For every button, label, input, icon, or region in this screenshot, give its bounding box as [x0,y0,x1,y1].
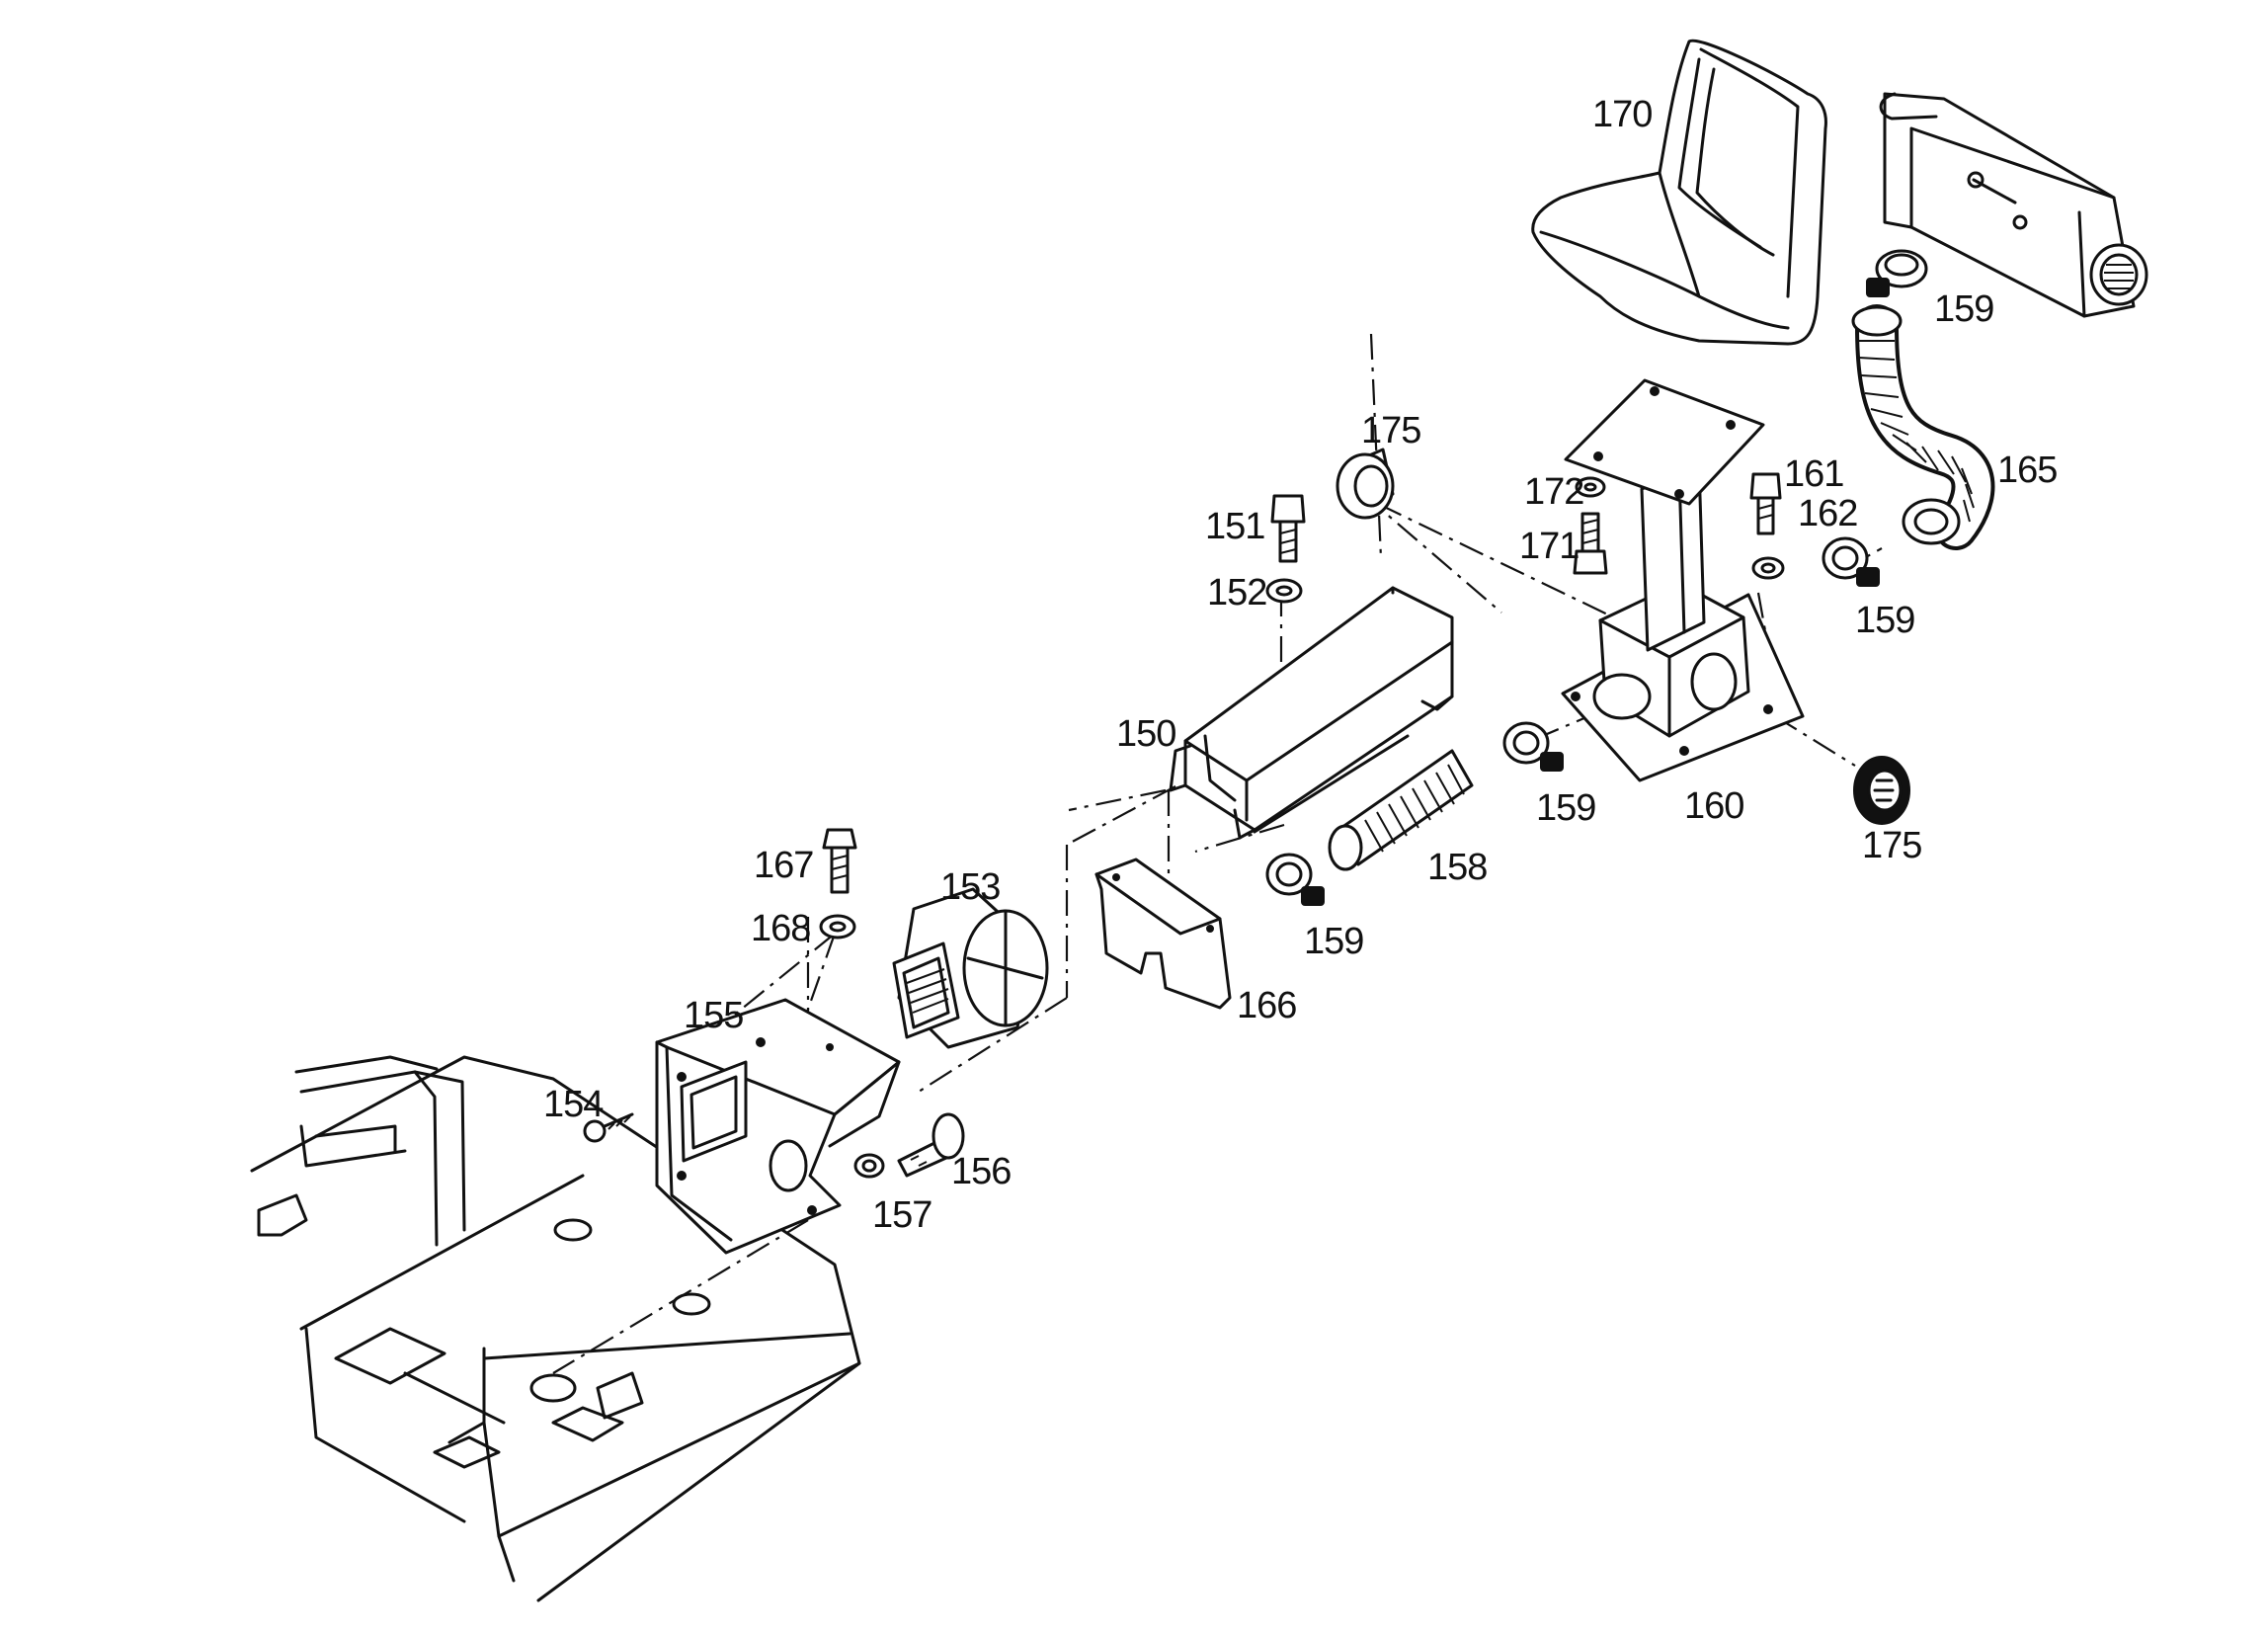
label-155: 155 [684,995,743,1036]
part-159-clamp-top [1866,249,1928,297]
label-159-mid: 159 [1536,787,1595,829]
part-156-bolt [897,1112,965,1178]
part-159-clamp-mid [1502,721,1564,772]
label-170: 170 [1592,94,1652,135]
part-159-clamp-lower [1265,853,1325,906]
part-167-bolt [822,828,857,894]
part-154-screw [583,1112,634,1143]
label-151: 151 [1205,506,1264,547]
label-172: 172 [1524,471,1583,513]
part-159-clamp-right [1822,536,1880,587]
label-175-upper: 175 [1361,410,1420,451]
part-155-mount-box [655,998,901,1255]
label-161: 161 [1784,453,1843,495]
label-156: 156 [951,1151,1011,1192]
part-160-seat-base [1561,378,1805,782]
part-170-seat [1531,39,1827,346]
label-168: 168 [751,908,810,949]
label-159-lower: 159 [1304,921,1363,962]
part-172-washer [1575,476,1606,498]
label-154: 154 [543,1084,604,1125]
label-171: 171 [1519,526,1579,567]
label-165: 165 [1997,450,2057,491]
heater-unit [1879,92,2148,318]
part-165-corrugated-hose [1851,304,1995,550]
part-150-channel [1169,586,1454,840]
label-175-lower: 175 [1862,825,1921,866]
label-153: 153 [940,866,1000,908]
part-166-plate [1094,858,1232,1010]
label-159-right: 159 [1855,600,1914,641]
part-171-bolt [1573,512,1608,575]
part-151-bolt [1270,494,1306,563]
part-158-bellows-hose [1328,749,1474,871]
label-157: 157 [872,1194,932,1236]
part-175-grommet-lower [1853,756,1910,825]
part-161-bolt [1749,472,1782,535]
part-152-washer [1265,578,1303,604]
label-159-top: 159 [1934,288,1993,330]
part-157-washer [853,1153,885,1179]
part-162-washer [1751,556,1785,580]
label-162: 162 [1798,493,1857,534]
label-160: 160 [1684,785,1743,827]
label-152: 152 [1207,572,1266,614]
label-167: 167 [754,845,813,886]
label-158: 158 [1427,847,1487,888]
label-166: 166 [1237,985,1296,1026]
part-168-washer [819,914,856,940]
part-175-grommet-upper [1336,448,1395,520]
part-153-duct [892,887,1049,1049]
label-150: 150 [1116,713,1175,755]
part-labels: 170 159 165 175 172 171 161 162 159 151 … [543,94,2058,1236]
